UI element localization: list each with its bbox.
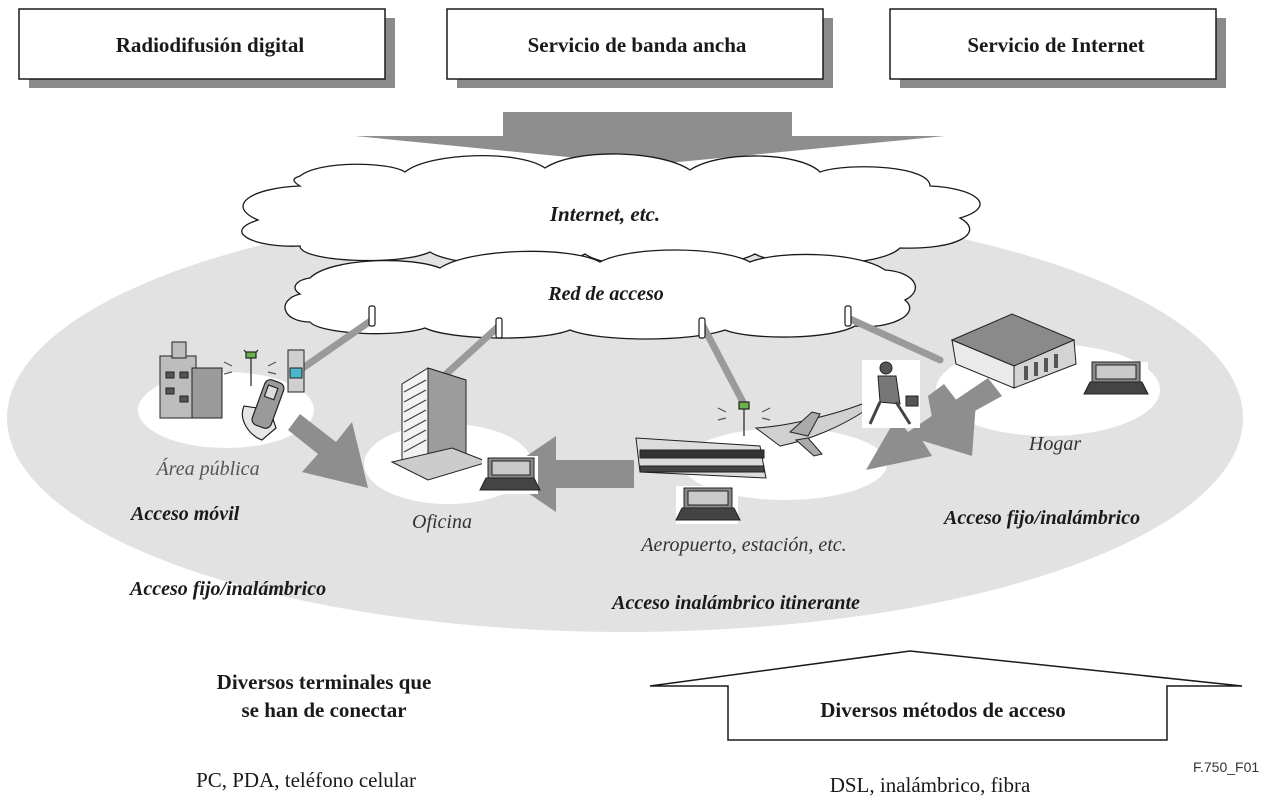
office-label: Oficina <box>412 511 472 533</box>
airport-laptop-icon <box>675 486 741 524</box>
service-box-broadband <box>446 8 833 88</box>
home-label: Hogar <box>1028 433 1082 455</box>
internet-cloud <box>241 153 981 269</box>
office-laptop-icon <box>479 456 541 494</box>
home-laptop-icon <box>1083 361 1149 398</box>
internet-cloud-label: Internet, etc. <box>549 202 661 226</box>
arrow-home-down <box>920 384 976 456</box>
broadband-service-label: Servicio de banda ancha <box>527 33 747 57</box>
traveler-icon <box>862 360 920 428</box>
public-buildings-icon <box>159 341 223 419</box>
fixed-wireless-left-label: Acceso fijo/inalámbrico <box>130 578 327 600</box>
airport-antenna-icon <box>717 401 771 436</box>
access-methods-list: DSL, inalámbrico, fibra <box>829 773 1031 797</box>
public-antenna-icon <box>223 349 277 386</box>
pda-terminal-icon <box>287 349 305 393</box>
house-icon <box>950 313 1077 389</box>
connection-lines <box>296 314 944 408</box>
terminals-title-line1: Diversos terminales que <box>216 670 432 694</box>
terminals-list: PC, PDA, teléfono celular <box>196 768 416 792</box>
access-network-label: Red de acceso <box>548 283 664 305</box>
access-methods-arrow <box>649 650 1243 741</box>
service-box-internet <box>889 8 1226 88</box>
office-building-icon <box>390 367 490 481</box>
mobile-phone-icon <box>241 379 285 441</box>
mobile-access-label: Acceso móvil <box>131 503 240 525</box>
internet-service-label: Servicio de Internet <box>967 33 1145 57</box>
airport-label: Aeropuerto, estación, etc. <box>641 534 847 556</box>
terminals-title-line2: se han de conectar <box>241 698 407 722</box>
figure-id: F.750_F01 <box>1193 759 1260 775</box>
fixed-wireless-right-label: Acceso fijo/inalámbrico <box>944 507 1141 529</box>
access-methods-title: Diversos métodos de acceso <box>820 698 1066 722</box>
connector-nodes <box>368 305 852 339</box>
service-box-broadcast <box>18 8 395 88</box>
train-icon <box>635 437 767 479</box>
public-area-label: Área pública <box>156 458 260 480</box>
arrow-public-to-office <box>288 414 368 488</box>
nomadic-wireless-label: Acceso inalámbrico itinerante <box>612 592 860 614</box>
broadcast-service-label: Radiodifusión digital <box>115 33 305 57</box>
services-down-arrow <box>355 112 945 165</box>
